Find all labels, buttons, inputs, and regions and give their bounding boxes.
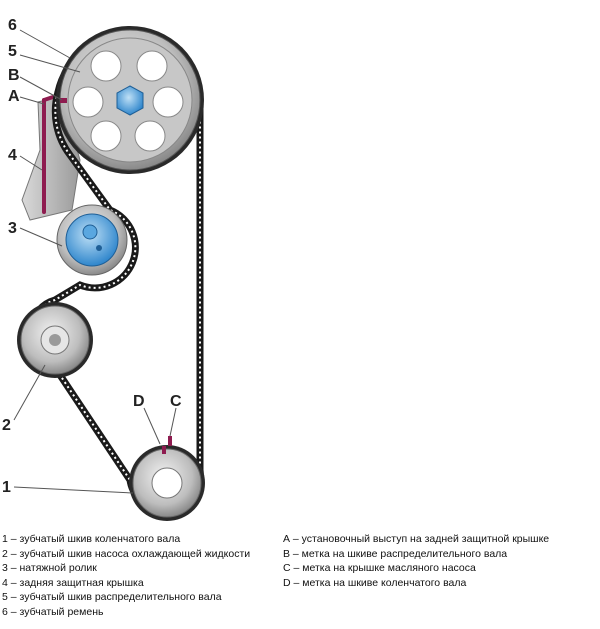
oil-pump-mark-c [168, 436, 172, 446]
legend-item: 2 – зубчатый шкив насоса охлаждающей жид… [2, 547, 251, 560]
legend-item: 6 – зубчатый ремень [2, 605, 104, 618]
leader-2 [13, 364, 46, 421]
legend-item: 5 – зубчатый шкив распределительного вал… [2, 591, 222, 604]
callout-d: D [133, 393, 145, 410]
legend-marks: А – установочный выступ на задней защитн… [283, 532, 598, 590]
legend-item: 3 – натяжной ролик [2, 562, 97, 575]
leader-d [143, 407, 161, 445]
leader-1 [13, 486, 134, 494]
legend-item: С – метка на крышке масляного насоса [283, 562, 476, 575]
legend-item: А – установочный выступ на задней защитн… [283, 533, 550, 545]
camshaft-pulley [56, 26, 204, 174]
legend-item: D – метка на шкиве коленчатого вала [283, 576, 467, 589]
camshaft-bolt-hex [116, 85, 144, 116]
camshaft-mark-b [60, 98, 67, 103]
callout-4: 4 [8, 147, 17, 164]
leader-4 [19, 155, 43, 171]
leader-a [19, 96, 45, 105]
tensioner-roller [56, 204, 128, 276]
legend-item: 4 – задняя защитная крышка [2, 576, 144, 589]
callout-c: C [170, 393, 182, 410]
callout-5: 5 [8, 43, 17, 60]
leader-c [169, 407, 177, 437]
water-pump-pulley [17, 302, 93, 378]
callout-2: 2 [2, 417, 11, 434]
leader-3 [19, 227, 63, 247]
leader-5 [19, 54, 81, 73]
crankshaft-mark-d [162, 446, 166, 454]
callout-6: 6 [8, 17, 17, 34]
leader-6 [19, 29, 71, 59]
legend-item: 1 – зубчатый шкив коленчатого вала [2, 533, 181, 545]
leader-b [19, 76, 63, 101]
callout-b: B [8, 67, 20, 84]
legend-item: В – метка на шкиве распределительного ва… [283, 547, 508, 560]
callout-a: A [8, 88, 20, 105]
callout-3: 3 [8, 220, 17, 237]
crankshaft-pulley [129, 436, 205, 521]
callout-1: 1 [2, 479, 11, 496]
legend-components: 1 – зубчатый шкив коленчатого вала 2 – з… [2, 532, 277, 620]
